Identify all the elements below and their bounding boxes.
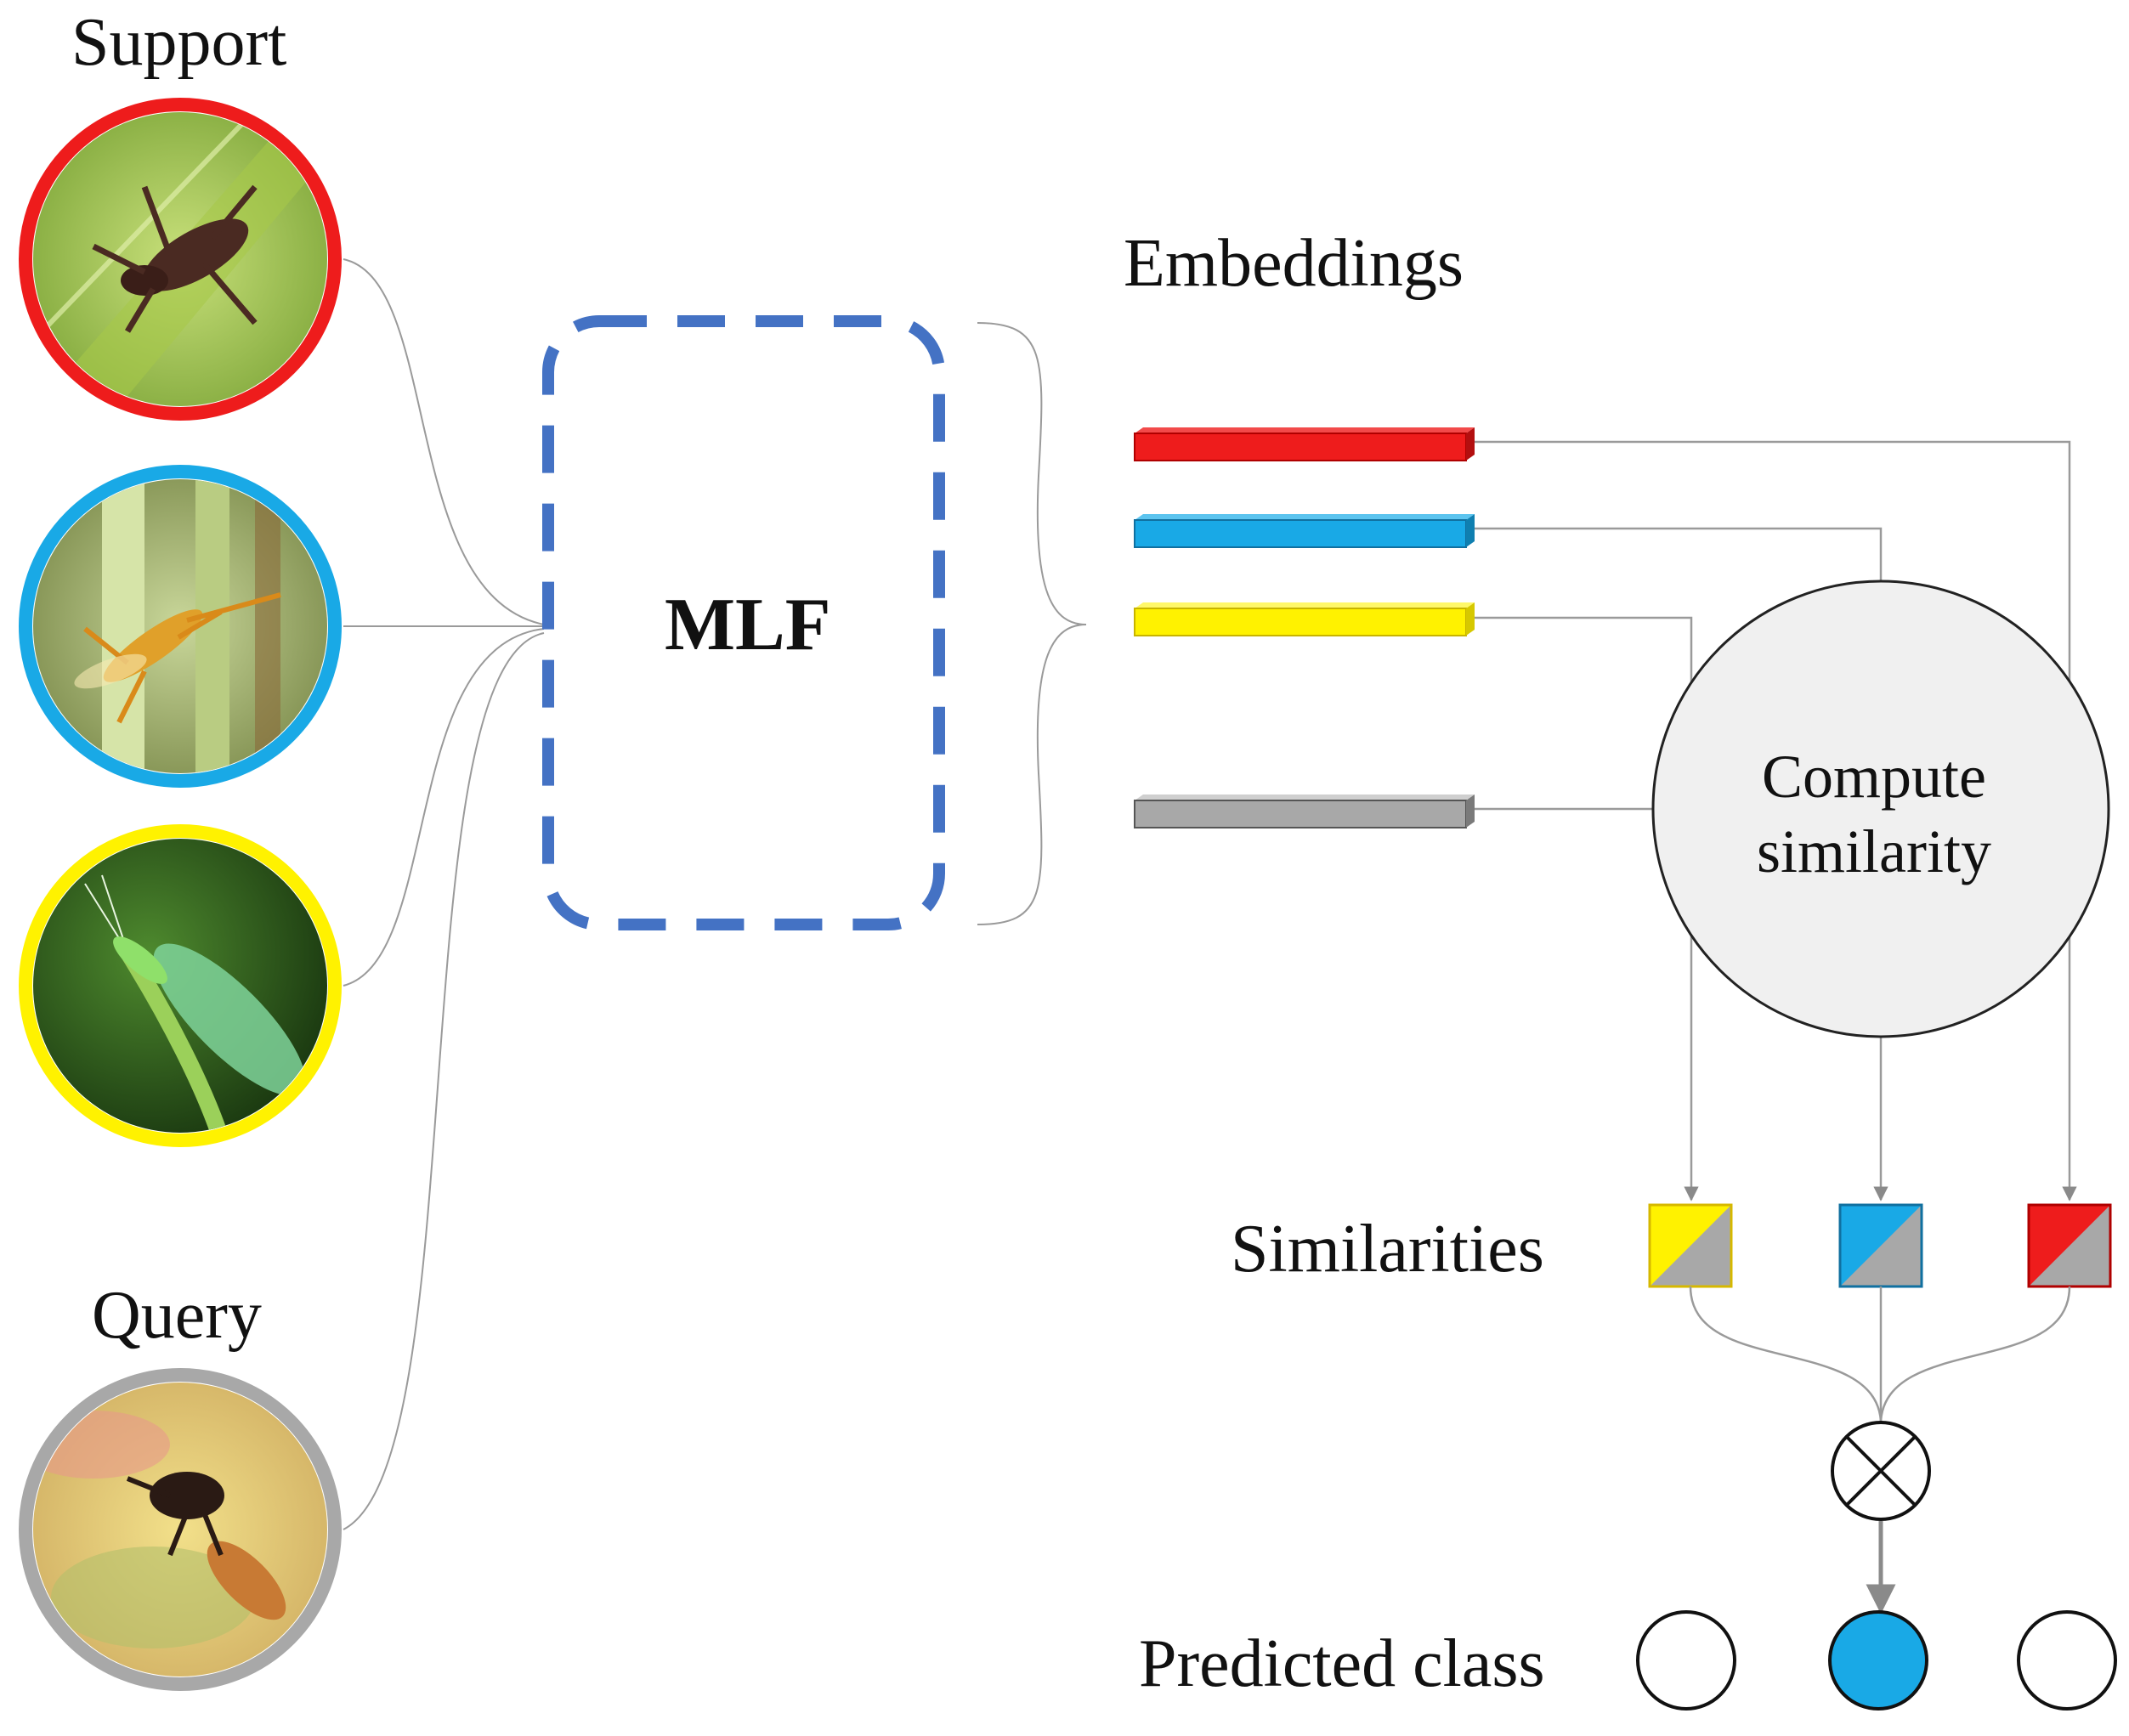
similarity-box-a (2027, 1203, 2112, 1288)
support-image-a (19, 98, 342, 421)
support-image-b (19, 465, 342, 788)
output-brace (977, 322, 1087, 925)
predicted-class-option-2 (1828, 1610, 1928, 1711)
connector-embed-c (1475, 616, 1699, 1202)
embeddings-label: Embeddings (1124, 226, 1464, 301)
connector-query (343, 632, 545, 1530)
input-connectors (343, 258, 545, 1530)
merge-line-a (1879, 1286, 2071, 1422)
compute-similarity-label: Compute similarity (1757, 743, 1991, 885)
product-operator-icon (1831, 1421, 1931, 1521)
merge-line-c (1689, 1286, 1883, 1422)
connector-embed-b (1475, 527, 1883, 586)
embedding-bar-query (1134, 794, 1475, 828)
similarity-box-c (1648, 1203, 1733, 1288)
predicted-class-option-1 (1636, 1610, 1736, 1711)
embedding-bar-b (1134, 514, 1475, 548)
connector-support-c (343, 628, 545, 987)
connector-support-a (343, 258, 545, 625)
similarities-label: Similarities (1231, 1212, 1544, 1286)
support-label: Support (71, 5, 287, 80)
query-label: Query (92, 1278, 262, 1353)
similarity-box-b (1838, 1203, 1923, 1288)
support-image-c (19, 824, 342, 1147)
connector-embed-a (1475, 440, 2077, 1202)
mlf-module-box (542, 315, 945, 930)
predicted-class-option-3 (2017, 1610, 2117, 1711)
mlf-label: MLF (665, 584, 831, 666)
embedding-connectors (1475, 440, 2077, 1202)
embedding-bar-c (1134, 602, 1475, 636)
embedding-bar-a (1134, 427, 1475, 461)
compute-similarity-node (1651, 580, 2110, 1038)
query-image (19, 1368, 342, 1691)
predicted-class-label: Predicted class (1139, 1626, 1545, 1701)
merge-connectors (1689, 1286, 2071, 1614)
